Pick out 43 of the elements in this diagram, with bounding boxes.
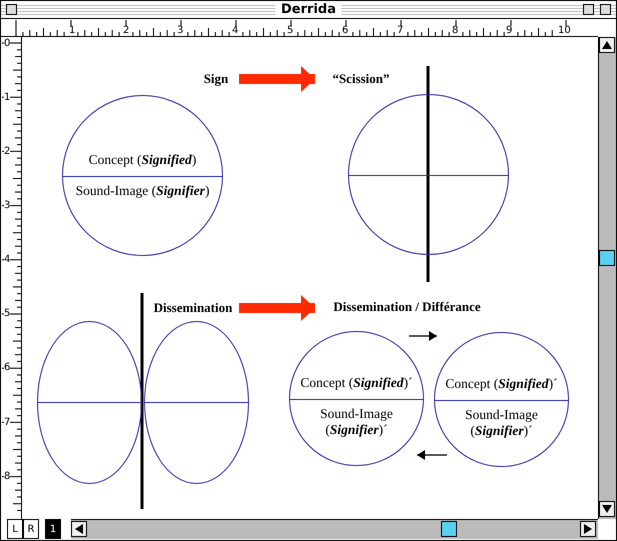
step-heading: Dissemination [147,299,239,317]
sign-circle [289,331,424,466]
ruler-number: 3 [177,26,184,36]
page-tab: 1 [45,519,61,539]
ruler-number: 6 [4,363,10,373]
step-heading: Dissemination / Différance [327,298,487,316]
ruler-number: 0 [4,39,10,49]
page-tab: L [7,519,23,539]
ruler-number: 1 [4,93,10,103]
signifier-text: Sound-Image (Signifier)´ [464,407,539,439]
ruler-number: 5 [4,309,10,319]
ruler-number: 6 [342,26,348,36]
block-arrow [239,295,315,321]
signified-text: Concept (Signified)´ [445,376,558,392]
signifier-text: Sound-Image (Signifier)´ [319,406,394,438]
sign-circle [434,332,569,467]
ruler-number: 9 [506,26,512,36]
step-heading: Sign [193,70,239,88]
step-heading: “Scission” [327,70,395,88]
ruler-number: 1 [69,26,76,36]
sign-circle [62,95,223,256]
ruler-number: 8 [452,26,458,36]
ruler-number: 8 [4,472,10,482]
ruler-number: 7 [4,418,10,428]
split-circle [348,94,509,255]
signifier-text: Sound-Image (Signifier) [76,183,210,199]
ruler-number: 10 [558,26,571,36]
ruler-number: 7 [397,26,404,36]
ruler-number: 2 [4,147,10,157]
page-tab: R [23,519,39,539]
split-ellipse [144,321,249,484]
ruler-number: 4 [4,255,10,265]
ruler-number: 5 [287,26,294,36]
window-title: Derrida [275,2,342,17]
ruler-number: 2 [123,26,130,36]
signified-text: Concept (Signified)´ [300,375,413,391]
ruler-number: 4 [232,26,238,36]
arrow [409,331,437,341]
ruler-number: 3 [4,201,10,211]
arrow [417,450,447,460]
signified-text: Concept (Signified) [88,152,196,168]
split-ellipse [37,321,142,484]
block-arrow [239,66,315,92]
